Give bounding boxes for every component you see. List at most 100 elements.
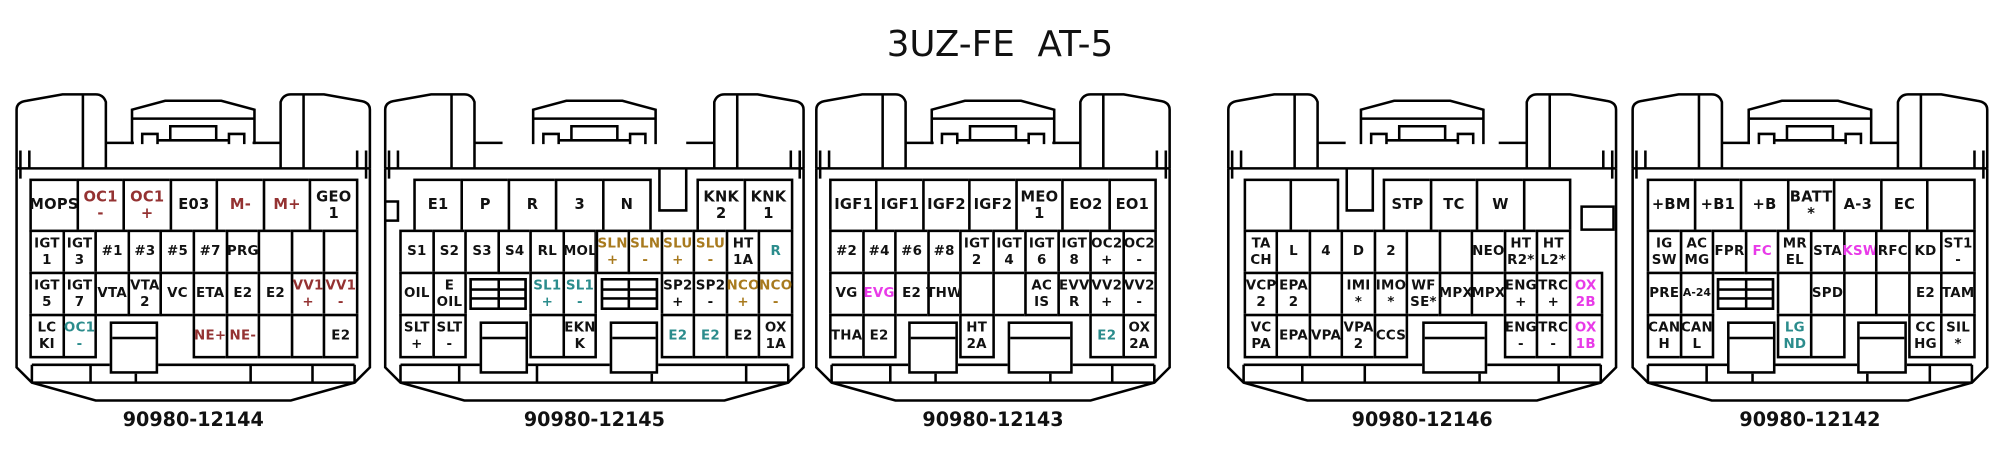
pin: KNK 2: [696, 178, 747, 233]
pin: MEO 1: [1014, 178, 1064, 233]
terminal-grid: [1717, 278, 1775, 310]
pin: SLU -: [692, 229, 729, 275]
pin: [1809, 313, 1846, 359]
pin: L: [1276, 229, 1312, 275]
body-outline: [815, 168, 1171, 402]
pin: IGT 8: [1056, 229, 1092, 275]
grid-cell: [1719, 290, 1745, 298]
pin: OC2 -: [1121, 229, 1157, 275]
left-tower: [15, 93, 134, 169]
side-box: [1580, 205, 1615, 231]
pin: VCP 2: [1243, 271, 1279, 317]
pin: S4: [497, 229, 533, 275]
pin: NCO +: [725, 271, 761, 317]
pin: STP: [1383, 178, 1433, 233]
pin: [1290, 178, 1340, 233]
pin: MPX: [1470, 271, 1506, 317]
pin: +B: [1739, 178, 1790, 233]
pin: #2: [829, 229, 865, 275]
locking-latch: [1726, 321, 1776, 374]
pin: 4: [1308, 229, 1344, 275]
pin: +B1: [1693, 178, 1743, 233]
pin: TRC -: [1535, 313, 1571, 359]
pin: E2: [861, 313, 897, 359]
latch-bar: [111, 336, 156, 340]
latch-bar: [481, 336, 526, 340]
pin: E2: [894, 271, 930, 317]
bottom-ribs: [30, 363, 356, 384]
pin: SLT -: [431, 313, 468, 359]
pin: OX 2B: [1568, 271, 1604, 317]
grid-cell: [602, 290, 628, 298]
pin: [991, 271, 1027, 317]
locking-latch-wide: [1007, 321, 1074, 374]
right-tower: [1869, 93, 1989, 169]
pin: PRG: [225, 229, 261, 275]
pin: SLN -: [627, 229, 663, 275]
pin: M+: [262, 178, 312, 233]
pin: TRC +: [1535, 271, 1571, 317]
pin: D: [1341, 229, 1377, 275]
pin: EO2: [1061, 178, 1111, 233]
grid-cell: [630, 280, 656, 288]
pin: NEO: [1470, 229, 1506, 275]
pin: MR EL: [1777, 229, 1813, 275]
pin: [290, 313, 326, 359]
terminal-grid: [600, 278, 658, 310]
pin: HT 1A: [725, 229, 761, 275]
pin: NE-: [225, 313, 261, 359]
left-tower: [815, 93, 934, 169]
grid-cell: [499, 290, 525, 298]
pin: IMO *: [1373, 271, 1409, 317]
pin: EVG: [861, 271, 897, 317]
pin: SP2 +: [660, 271, 696, 317]
pin: SLN +: [595, 229, 631, 275]
center-latch: [130, 99, 256, 145]
grid-cell: [499, 280, 525, 288]
pin: E1: [413, 178, 464, 233]
pin: IGT 4: [991, 229, 1027, 275]
pin: M-: [215, 178, 266, 233]
pin: [1522, 178, 1572, 233]
body-outline: [1227, 168, 1618, 402]
pin: VPA: [1308, 313, 1344, 359]
pin: IGT 7: [61, 271, 98, 317]
pin: MOL: [562, 229, 598, 275]
pin: [323, 229, 359, 275]
body-outline: [1631, 168, 1989, 402]
pin: [529, 313, 565, 359]
latch-bar: [1010, 336, 1071, 340]
pin: #5: [159, 229, 196, 275]
pin: EVV R: [1056, 271, 1092, 317]
grid-cell: [602, 300, 628, 308]
pin: HT L2*: [1535, 229, 1571, 275]
pin: IG SW: [1646, 229, 1682, 275]
latch-bar: [1424, 336, 1485, 340]
pin: IMI *: [1341, 271, 1377, 317]
locking-latch: [908, 321, 958, 374]
connector-part-number: 90980-12146: [1351, 408, 1493, 432]
pin: VV2 +: [1089, 271, 1125, 317]
pin: A-3: [1833, 178, 1883, 233]
pin: OC2 +: [1089, 229, 1125, 275]
pin: KSW: [1842, 229, 1878, 275]
center-latch: [531, 99, 657, 145]
pin: VPA 2: [1341, 313, 1377, 359]
pin: E2: [225, 271, 261, 317]
pin: IGT 2: [959, 229, 995, 275]
pin: IGF1: [875, 178, 925, 233]
center-latch: [930, 99, 1056, 145]
body-top: [1228, 150, 1617, 179]
center-latch: [1359, 99, 1485, 145]
locking-latch: [479, 321, 529, 374]
pin: E2: [323, 313, 359, 359]
pin: BATT *: [1786, 178, 1836, 233]
pin: IGF2: [968, 178, 1018, 233]
pin: CC HG: [1907, 313, 1944, 359]
latch-bar: [1859, 336, 1904, 340]
pin: A-24: [1679, 271, 1715, 317]
pin: [1842, 271, 1878, 317]
bottom-ribs: [399, 363, 790, 384]
pin: SL1 +: [529, 271, 565, 317]
